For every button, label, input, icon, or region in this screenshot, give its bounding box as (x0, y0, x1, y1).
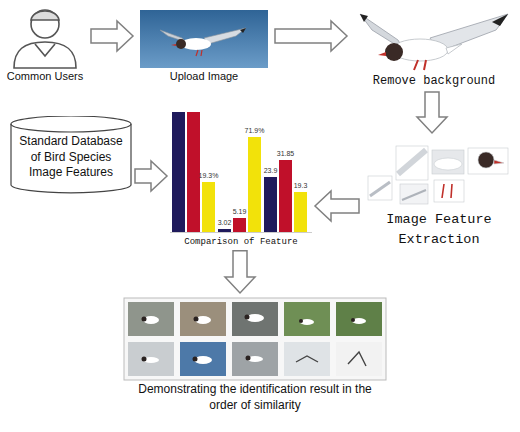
database-cylinder: Standard Database of Bird Species Image … (10, 116, 132, 194)
bar-value: 19.3 (294, 182, 308, 190)
block-arrow (91, 21, 133, 51)
bar-value: 23.9 (264, 167, 278, 175)
node-label: Demonstrating the identification result … (130, 382, 380, 413)
block-arrow (315, 191, 359, 221)
block-arrow (135, 161, 167, 191)
bar-value: 31.85 (277, 150, 295, 158)
bar-value: 71.9% (245, 127, 265, 135)
feature-fragments (368, 146, 508, 204)
node-label: Image Feature Extraction (377, 210, 501, 251)
bird-cutout (360, 14, 508, 70)
block-arrow (275, 21, 347, 51)
extraction-node: Image Feature Extraction (362, 136, 516, 251)
cylinder-rim (11, 124, 131, 132)
bar-value: 3.02 (218, 219, 232, 227)
result-node: Demonstrating the identification result … (120, 296, 390, 413)
node-label: Upload Image (136, 70, 272, 84)
user-icon (14, 10, 76, 68)
block-arrow (225, 251, 255, 293)
block-arrow (417, 92, 447, 133)
uploaded-photo (140, 10, 268, 68)
node-label: Comparison of Feature (170, 237, 312, 248)
comparison-node: Comparison of Feature (170, 108, 312, 248)
node-label: Remove background (350, 74, 518, 89)
bar-value: 19.3% (199, 172, 219, 180)
bar-chart (170, 112, 312, 233)
result-grid (124, 298, 386, 380)
node-label: Common Users (2, 70, 88, 84)
upload-node: Upload Image (136, 8, 272, 84)
user-node: Common Users (2, 4, 88, 84)
bar-value: 5.19 (233, 208, 247, 216)
remove-bg-node: Remove background (350, 4, 518, 89)
cylinder-body (11, 116, 131, 193)
node-label: Standard Database of Bird Species Image … (16, 134, 126, 181)
